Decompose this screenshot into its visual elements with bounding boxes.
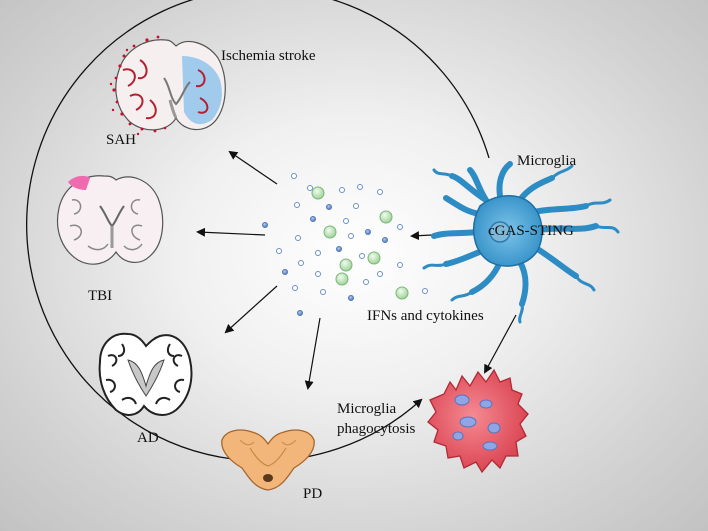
brain-sah-ischemia-icon [109,35,226,136]
brain-ad-icon [98,332,193,416]
arrow-to-ad [224,285,278,334]
phagocytosis-label-line1: Microglia [337,401,397,417]
tbi-label: TBI [88,288,113,304]
ifns-cytokines-label: IFNs and cytokines [367,308,484,324]
microglia-cell-icon [422,161,620,324]
brain-tbi-icon [57,175,164,265]
arrow-to-tbi [196,227,266,237]
pd-label: PD [303,486,323,502]
brainstem-pd-icon [221,429,315,491]
sah-label: SAH [106,132,137,148]
phagocytosis-label-line2: phagocytosis [337,421,416,437]
ad-label: AD [137,430,159,446]
cgas-sting-label: cGAS-STING [488,223,574,239]
cytokine-vesicles [262,173,428,316]
arrow-to-phagocytosis [484,314,517,374]
microglia-phagocytosis-label: Microglia phagocytosis [337,399,447,439]
microglia-label: Microglia [517,153,577,169]
arrow-to-pd [304,317,321,390]
ischemia-stroke-label: Ischemia stroke [221,48,316,64]
arrow-to-sah [228,150,278,185]
phagocyte-cell-icon [427,368,529,474]
